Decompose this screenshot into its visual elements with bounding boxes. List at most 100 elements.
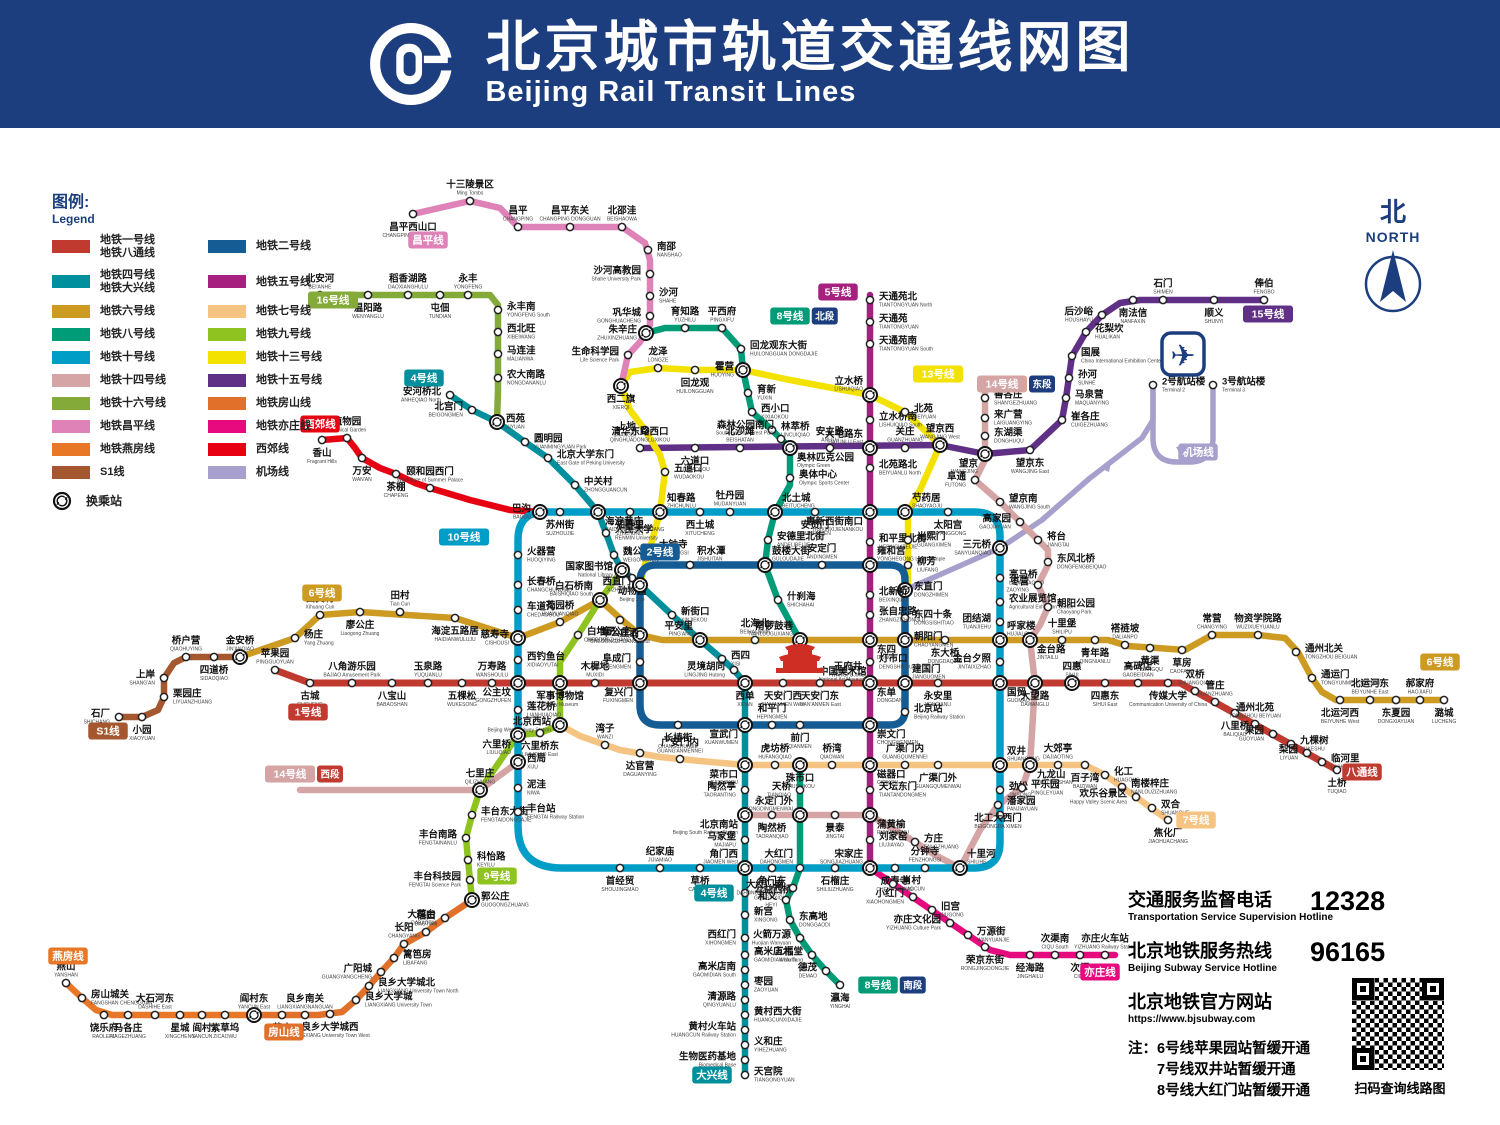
station-dot	[1415, 695, 1425, 705]
station-label-en: PINGGUOYUAN	[256, 660, 294, 666]
station-label-zh: 泥洼	[527, 779, 547, 791]
station-label-en: XIAOCUN	[902, 887, 925, 893]
station-label-zh: 玉泉路	[414, 661, 443, 673]
station-dot	[465, 196, 475, 206]
station-label-en: FANGSHAN CHENGGUAN	[91, 1001, 153, 1007]
station-dot	[493, 327, 503, 337]
line-badge	[1342, 763, 1382, 781]
station-label-zh: 天安门西	[764, 690, 803, 702]
station-dot	[159, 692, 169, 702]
legend-label: 地铁一号线 地铁八通线	[100, 234, 155, 259]
legend-items: 地铁一号线 地铁八通线地铁二号线地铁四号线 地铁大兴线地铁五号线地铁六号线地铁七…	[52, 234, 342, 479]
transfer-station-icon	[862, 557, 878, 573]
station-dot	[740, 933, 750, 943]
station-label-en: FENGTAI Science Park	[409, 883, 462, 889]
station-dot	[1033, 535, 1043, 545]
station-dot	[825, 443, 835, 453]
station-dot	[463, 290, 473, 300]
station-dot	[435, 290, 445, 300]
transfer-station-icon	[652, 504, 668, 520]
station-label-zh: 俸伯	[1253, 278, 1273, 290]
station-label-en: QINGYUANLU	[703, 1003, 736, 1009]
station-label-en: ANHEQIAO North	[401, 398, 441, 404]
transfer-arrow	[1032, 680, 1040, 688]
station-dot	[776, 434, 786, 444]
station-label-en: CHEGONGZHUANG	[584, 638, 631, 644]
transfer-arrow	[1067, 678, 1075, 686]
station-label-en: FENGTAINANLU	[419, 841, 458, 847]
transfer-arrow	[513, 762, 516, 766]
station-label-en: MALIANWA	[507, 357, 534, 363]
station-label-zh: 东湖渠	[994, 427, 1023, 439]
line-badge	[302, 584, 342, 602]
station-label-zh: 西红门	[707, 929, 736, 941]
station-label-zh: 知春里	[615, 519, 645, 531]
transfer-arrow	[249, 1015, 252, 1019]
station-label-zh: 北京南站	[700, 819, 739, 831]
line-badge	[300, 415, 340, 433]
station-label-en: JINGHAILU	[1017, 974, 1044, 980]
station-label-en: Yang Zhuang	[304, 641, 334, 647]
station-label-zh: 灵境胡同	[686, 661, 725, 673]
station-label-en: YONGFENG South	[507, 313, 550, 319]
station-dot	[1064, 373, 1074, 383]
transfer-arrow	[865, 507, 873, 515]
station-label-zh: 六里桥	[482, 739, 511, 751]
transfer-arrow	[740, 720, 748, 728]
station-label-zh: 慈寿寺	[480, 629, 509, 641]
transfer-station-icon	[767, 504, 783, 520]
transfer-arrow	[740, 868, 743, 872]
transfer-arrow	[593, 507, 601, 515]
transfer-station-icon	[510, 754, 526, 770]
station-label-zh: 刘家窑	[879, 831, 908, 843]
station-label-en: JIULONGSHAN	[1037, 780, 1073, 786]
station-label-en: SHUNYI	[1205, 319, 1224, 325]
station-label-zh: 朱辛庄	[607, 324, 637, 336]
station-label-en: Tian Cun	[390, 602, 410, 608]
transfer-arrow	[997, 545, 1005, 553]
line-badge-label: 机场线	[1182, 446, 1214, 459]
transfer-arrow	[1027, 637, 1035, 645]
station-dot	[927, 905, 937, 915]
station-label-en: TIANTONGYUAN South	[879, 347, 933, 353]
station-label-en: LIANGXIANG University Town North	[378, 989, 459, 995]
station-label-zh: 亦庄文化园	[893, 914, 941, 926]
station-label-zh: 阎村	[192, 1022, 212, 1034]
station-label-en: YONGDINGMENWAI	[745, 807, 793, 813]
station-dot	[1097, 310, 1107, 320]
station-dot	[750, 635, 760, 645]
station-dot	[463, 855, 473, 865]
station-label-zh: 苹果园	[261, 648, 290, 660]
station-dot	[1259, 295, 1269, 305]
station-label-en: Terminal 3	[1222, 388, 1245, 394]
station-label-en: NANSHAO	[657, 253, 682, 259]
station-dot	[910, 837, 920, 847]
station-label-zh: 北京站	[914, 703, 943, 715]
station-label-en: WEIGONGCUN	[623, 558, 659, 564]
station-label-zh: 安贞门	[801, 519, 830, 531]
station-dot	[740, 965, 750, 975]
station-label-zh: 莲花桥	[527, 701, 556, 713]
station-label-zh: 国家图书馆	[565, 561, 613, 573]
station-label-zh: 栗园庄	[173, 688, 202, 700]
station-label-zh: 新街口	[681, 606, 710, 618]
station-label-zh: 平乐园	[1031, 779, 1060, 791]
station-dot	[736, 344, 746, 354]
station-dot	[351, 995, 361, 1005]
station-dot	[440, 913, 450, 923]
station-label-en: YONG'ANLI	[925, 702, 952, 708]
legend-swatch-line8	[52, 327, 90, 341]
transfer-arrow	[695, 635, 703, 643]
station-dot	[1317, 757, 1327, 767]
station-dot	[601, 528, 611, 538]
station-dot	[493, 305, 503, 315]
station-label-en: SHUANGJING	[1007, 757, 1040, 763]
station-dot	[635, 657, 645, 667]
station-dot	[817, 560, 827, 570]
station-label-en: HEYI	[765, 903, 777, 909]
station-label-en: YUXIN	[757, 396, 773, 402]
station-label-zh: 西土城	[686, 519, 715, 531]
station-label-zh: 火器营	[527, 546, 556, 558]
